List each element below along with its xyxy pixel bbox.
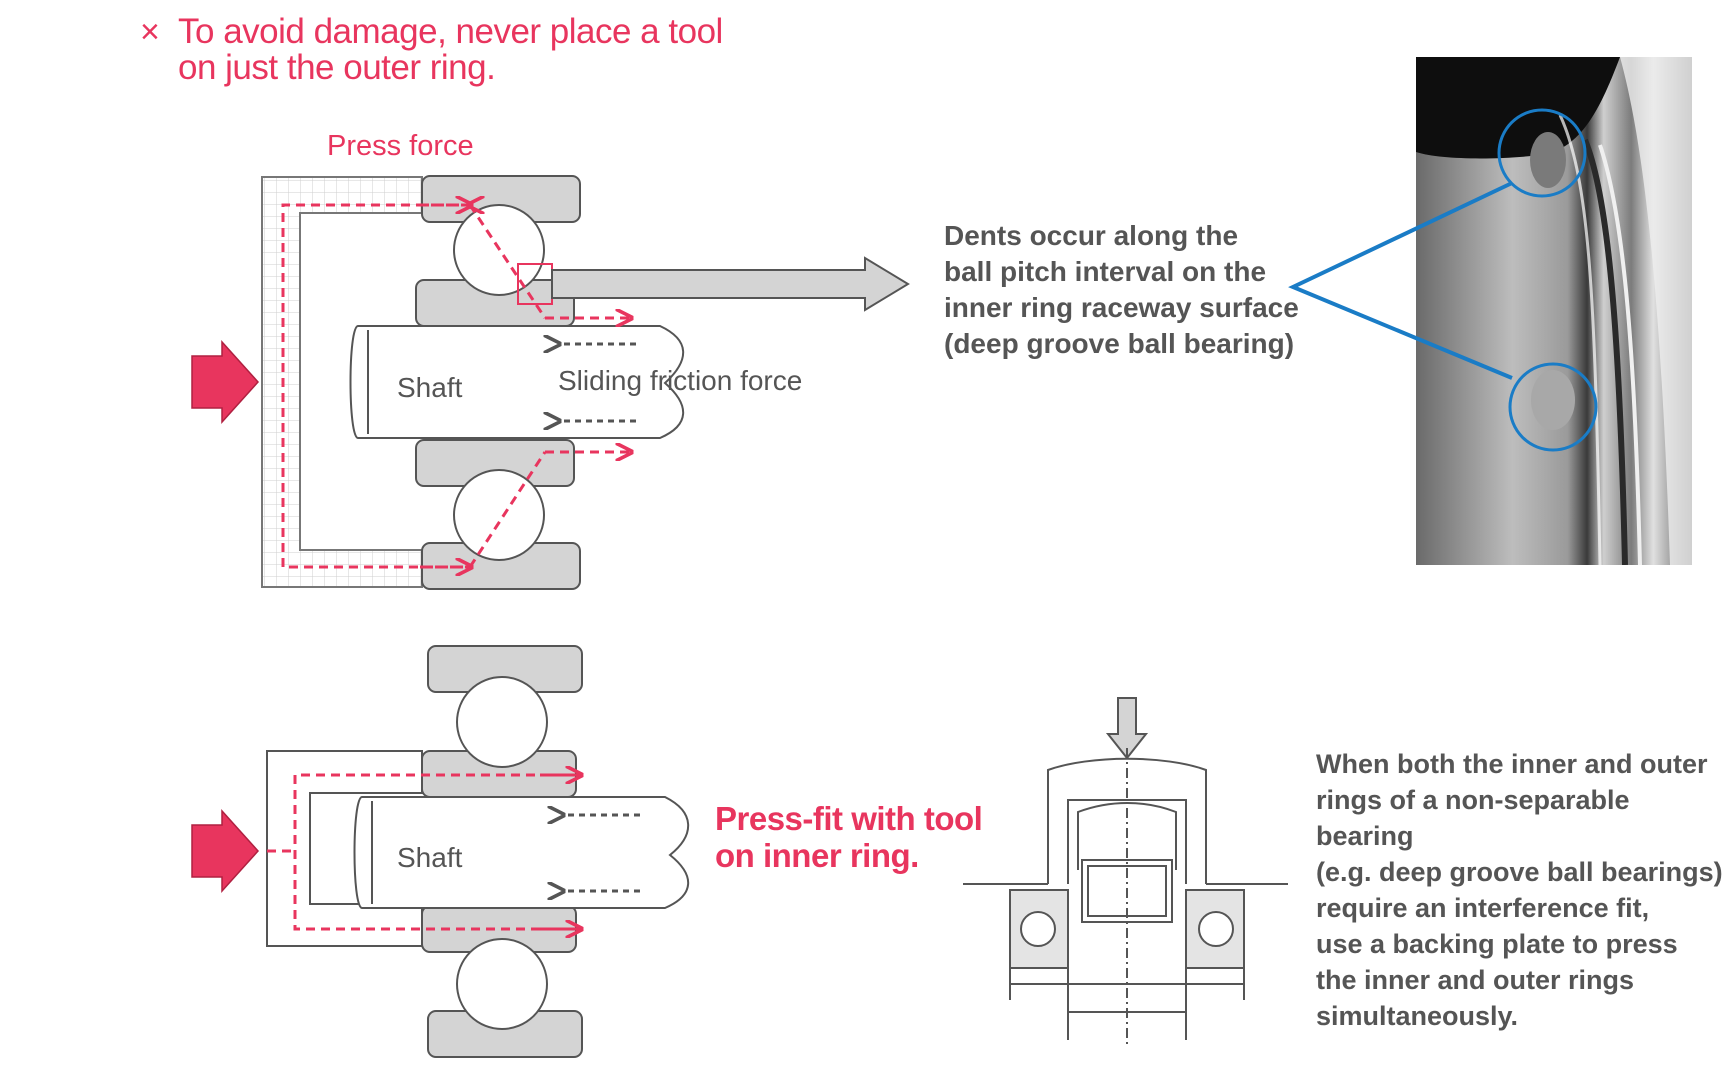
push-arrow-icon-bottom	[191, 809, 260, 893]
ball-bottom	[453, 469, 545, 561]
dent-note: Dents occur along the ball pitch interva…	[944, 220, 1299, 359]
top-diagram	[191, 175, 910, 590]
shaft-label-top: Shaft	[397, 372, 463, 403]
dent-callout-circle-lower	[1508, 362, 1598, 452]
dent-callout-circle-upper	[1497, 108, 1587, 198]
press-fit-label: Press-fit with tool on inner ring.	[715, 800, 983, 874]
bottom-diagram	[191, 645, 690, 1058]
shaft-label-bottom: Shaft	[397, 842, 463, 873]
force-path-bottom	[293, 773, 580, 931]
callout-lines	[1288, 181, 1513, 380]
ball-top-2	[456, 676, 548, 768]
warning-text: To avoid damage, never place a tool on j…	[178, 12, 723, 87]
sliding-friction-label: Sliding friction force	[558, 365, 803, 396]
dent-photo	[1288, 57, 1692, 565]
ball-bottom-2	[456, 938, 548, 1030]
backing-plate-note: When both the inner and outer rings of a…	[1316, 749, 1723, 1031]
warning-x-icon: ×	[140, 13, 160, 51]
press-force-label: Press force	[327, 130, 474, 162]
shaft-top	[349, 325, 685, 439]
pointer-arrow-icon	[551, 256, 910, 312]
shaft-bottom	[353, 796, 690, 909]
backing-plate-drawing	[963, 697, 1288, 1045]
force-path	[281, 205, 470, 569]
push-arrow-icon	[191, 340, 260, 424]
down-arrow-icon	[1105, 697, 1149, 760]
